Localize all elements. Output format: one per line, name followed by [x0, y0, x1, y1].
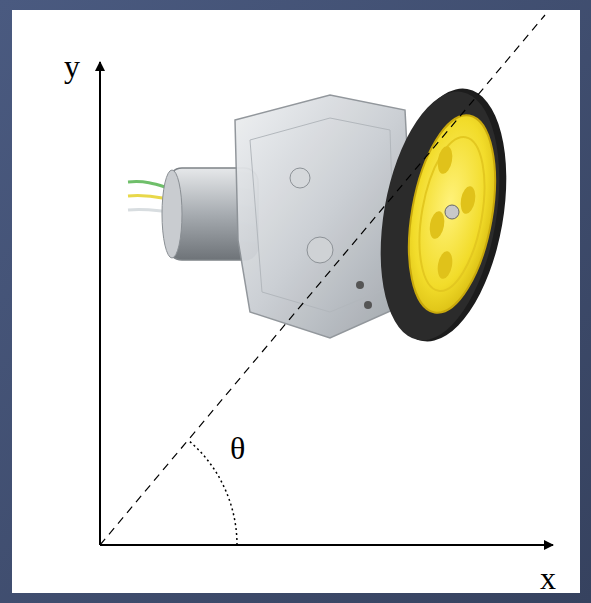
x-axis — [100, 544, 553, 546]
y-axis — [99, 62, 101, 545]
angle-arc — [188, 440, 237, 545]
heading-line — [100, 15, 545, 545]
motor-wheel-picture — [128, 79, 524, 351]
angle-label: θ — [230, 432, 245, 464]
x-axis-label: x — [540, 562, 556, 594]
y-axis-label: y — [64, 50, 80, 82]
